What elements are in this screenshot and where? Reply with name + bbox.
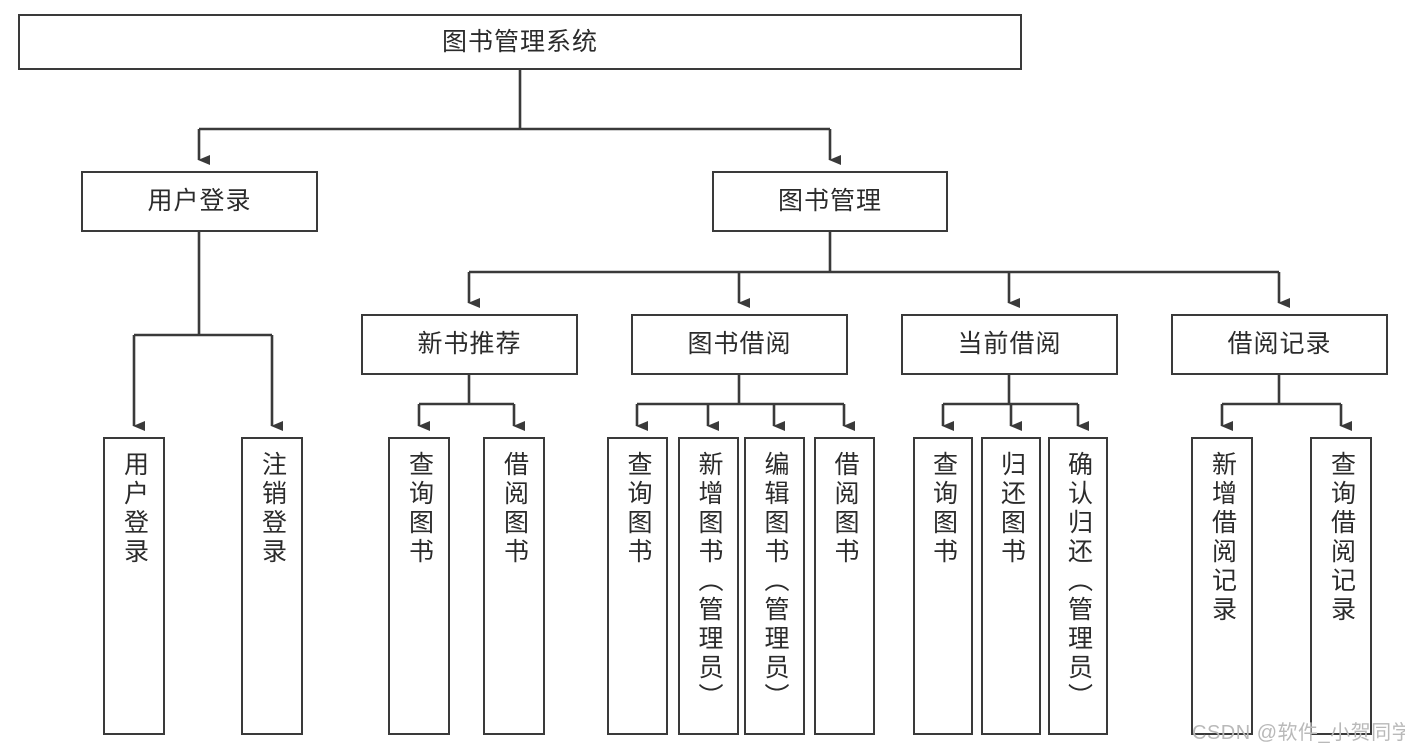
node-leaf-return-book-label: 归还图书 bbox=[997, 451, 1026, 567]
node-leaf-confirm-return[interactable]: 确认归还（管理员） bbox=[1048, 437, 1108, 735]
node-borrow-record-label: 借阅记录 bbox=[1227, 330, 1332, 359]
node-leaf-borrow-book-rec-label: 借阅图书 bbox=[500, 451, 529, 567]
node-leaf-add-book[interactable]: 新增图书（管理员） bbox=[678, 437, 739, 735]
node-leaf-add-book-label: 新增图书（管理员） bbox=[695, 451, 723, 712]
node-leaf-query-book-bor[interactable]: 查询图书 bbox=[607, 437, 668, 735]
node-leaf-query-book-cur[interactable]: 查询图书 bbox=[913, 437, 973, 735]
node-leaf-edit-book[interactable]: 编辑图书（管理员） bbox=[744, 437, 805, 735]
node-current-borrow-label: 当前借阅 bbox=[957, 330, 1062, 359]
node-book-borrow[interactable]: 图书借阅 bbox=[631, 314, 848, 375]
node-leaf-user-login[interactable]: 用户登录 bbox=[103, 437, 165, 735]
node-leaf-borrow-book-bor-label: 借阅图书 bbox=[831, 451, 859, 567]
node-leaf-edit-book-label: 编辑图书（管理员） bbox=[761, 451, 789, 712]
node-leaf-query-book-rec[interactable]: 查询图书 bbox=[388, 437, 450, 735]
node-leaf-borrow-book-bor[interactable]: 借阅图书 bbox=[814, 437, 875, 735]
node-leaf-query-book-bor-label: 查询图书 bbox=[624, 451, 652, 567]
node-leaf-confirm-return-label: 确认归还（管理员） bbox=[1064, 451, 1093, 712]
node-current-borrow[interactable]: 当前借阅 bbox=[901, 314, 1118, 375]
node-book-borrow-label: 图书借阅 bbox=[687, 330, 792, 359]
node-leaf-add-record[interactable]: 新增借阅记录 bbox=[1191, 437, 1253, 735]
node-new-book-recommend-label: 新书推荐 bbox=[417, 330, 522, 359]
node-user-login[interactable]: 用户登录 bbox=[81, 171, 318, 232]
node-root[interactable]: 图书管理系统 bbox=[18, 14, 1022, 70]
node-leaf-user-login-label: 用户登录 bbox=[120, 451, 149, 567]
node-book-manage-label: 图书管理 bbox=[777, 187, 882, 216]
node-leaf-query-book-rec-label: 查询图书 bbox=[405, 451, 434, 567]
node-leaf-add-record-label: 新增借阅记录 bbox=[1208, 451, 1237, 625]
node-leaf-borrow-book-rec[interactable]: 借阅图书 bbox=[483, 437, 545, 735]
node-leaf-return-book[interactable]: 归还图书 bbox=[981, 437, 1041, 735]
csdn-watermark: CSDN @软件_小贺同学 bbox=[1192, 722, 1405, 744]
node-leaf-query-book-cur-label: 查询图书 bbox=[929, 451, 958, 567]
node-leaf-logout-label: 注销登录 bbox=[258, 451, 287, 567]
node-leaf-query-record-label: 查询借阅记录 bbox=[1327, 451, 1356, 625]
node-user-login-label: 用户登录 bbox=[147, 187, 252, 216]
node-leaf-logout[interactable]: 注销登录 bbox=[241, 437, 303, 735]
node-book-manage[interactable]: 图书管理 bbox=[712, 171, 948, 232]
node-borrow-record[interactable]: 借阅记录 bbox=[1171, 314, 1388, 375]
node-new-book-recommend[interactable]: 新书推荐 bbox=[361, 314, 578, 375]
node-leaf-query-record[interactable]: 查询借阅记录 bbox=[1310, 437, 1372, 735]
node-root-label: 图书管理系统 bbox=[441, 27, 598, 56]
